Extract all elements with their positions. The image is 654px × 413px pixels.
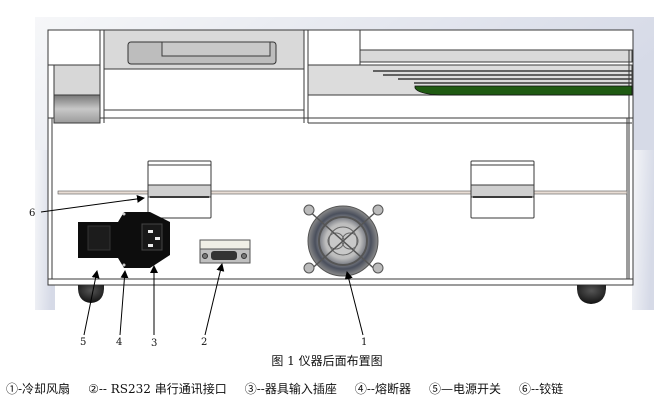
legend-item-fuse: ④--熔断器: [354, 382, 411, 396]
legend-item-cooling-fan: ①-冷却风扇: [6, 382, 71, 396]
callout-label-4: 4: [116, 337, 122, 348]
legend-item-rs232-port: ②-- RS232 串行通讯接口: [88, 382, 227, 396]
callout-label-3: 3: [151, 338, 157, 349]
instrument-base: [47, 278, 634, 286]
hinge-left: [147, 160, 212, 219]
fuse: [122, 212, 126, 216]
power-switch: [87, 225, 111, 251]
arrow-2: [204, 263, 225, 336]
hinge-rail: [57, 190, 628, 195]
power-entry-module: [78, 212, 170, 268]
pcb-board: [414, 85, 633, 96]
foot-left: [77, 285, 105, 303]
figure-caption: 图 1 仪器后面布置图: [271, 354, 383, 368]
callout-label-5: 5: [80, 337, 86, 348]
callout-label-1: 1: [361, 337, 367, 348]
legend-item-power-switch: ⑤—电源开关: [428, 382, 501, 396]
arrow-1: [344, 271, 364, 336]
appliance-inlet: [141, 223, 163, 251]
arrow-5: [83, 270, 100, 336]
arrow-4: [119, 270, 129, 336]
callout-arrows: [40, 194, 364, 336]
hinge-right: [470, 160, 535, 219]
callout-label-2: 2: [201, 337, 207, 348]
foot-right: [576, 285, 607, 304]
legend-item-appliance-inlet: ③--器具输入插座: [244, 382, 337, 396]
rs232-port: [199, 239, 251, 264]
cooling-fan: [303, 204, 384, 277]
component-legend: ①-冷却风扇 ②-- RS232 串行通讯接口 ③--器具输入插座 ④--熔断器…: [6, 380, 654, 397]
render-background-right: [632, 150, 654, 310]
arrow-6: [40, 194, 145, 213]
legend-item-hinge: ⑥--铰链: [519, 382, 564, 396]
callout-label-6: 6: [29, 208, 35, 219]
